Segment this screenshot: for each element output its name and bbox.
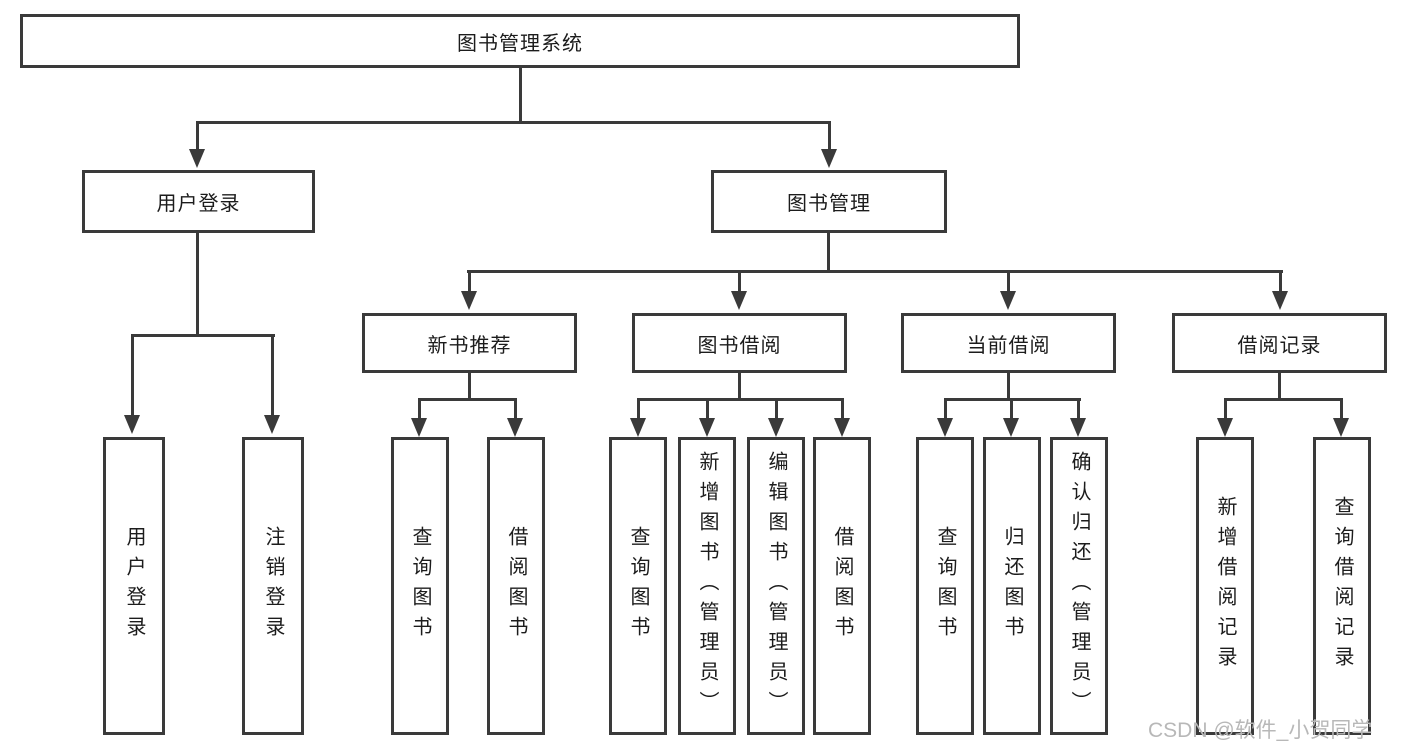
leaf-label: 查询图书 <box>409 526 431 646</box>
leaf-return-books: 归还图书 <box>983 437 1041 735</box>
leaf-query-books-current: 查询图书 <box>916 437 974 735</box>
leaf-borrow-books-recommend: 借阅图书 <box>487 437 545 735</box>
leaf-label: 借阅图书 <box>505 526 527 646</box>
connector-line <box>418 398 421 419</box>
connector-line <box>841 398 844 419</box>
node-current-borrow-label: 当前借阅 <box>966 334 1051 357</box>
arrow-down-icon <box>124 415 140 434</box>
leaf-label: 查询图书 <box>934 526 956 646</box>
node-new-book-recommend: 新书推荐 <box>362 313 577 373</box>
connector-line <box>1010 398 1013 419</box>
connector-line <box>131 334 275 337</box>
arrow-down-icon <box>731 291 747 310</box>
leaf-label: 确认归还（管理员） <box>1068 451 1090 721</box>
leaf-label: 用户登录 <box>123 526 145 646</box>
connector-line <box>706 398 709 419</box>
node-user-login: 用户登录 <box>82 170 315 233</box>
leaf-label: 查询借阅记录 <box>1331 496 1353 676</box>
arrow-down-icon <box>1217 418 1233 437</box>
connector-line <box>131 334 134 417</box>
node-book-borrow-label: 图书借阅 <box>697 334 782 357</box>
node-current-borrow: 当前借阅 <box>901 313 1116 373</box>
leaf-edit-books-admin: 编辑图书（管理员） <box>747 437 805 735</box>
connector-line <box>1278 371 1281 401</box>
connector-line <box>1007 371 1010 401</box>
leaf-borrow-books: 借阅图书 <box>813 437 871 735</box>
node-borrow-records-label: 借阅记录 <box>1237 334 1322 357</box>
arrow-down-icon <box>1272 291 1288 310</box>
leaf-label: 编辑图书（管理员） <box>765 451 787 721</box>
leaf-label: 新增借阅记录 <box>1214 496 1236 676</box>
arrow-down-icon <box>768 418 784 437</box>
leaf-label: 借阅图书 <box>831 526 853 646</box>
leaf-label: 注销登录 <box>262 526 284 646</box>
leaf-logout: 注销登录 <box>242 437 304 735</box>
leaf-add-borrow-record: 新增借阅记录 <box>1196 437 1254 735</box>
connector-line <box>1279 270 1282 292</box>
node-user-login-label: 用户登录 <box>156 193 241 215</box>
connector-line <box>827 231 830 273</box>
arrow-down-icon <box>1070 418 1086 437</box>
arrow-down-icon <box>937 418 953 437</box>
arrow-down-icon <box>1003 418 1019 437</box>
connector-line <box>944 398 947 419</box>
csdn-watermark: CSDN @软件_小贺同学 <box>1148 719 1373 742</box>
connector-line <box>1340 398 1343 419</box>
arrow-down-icon <box>189 149 205 168</box>
arrow-down-icon <box>1000 291 1016 310</box>
connector-line <box>519 68 522 124</box>
arrow-down-icon <box>699 418 715 437</box>
node-book-management-label: 图书管理 <box>787 193 871 215</box>
leaf-confirm-return-admin: 确认归还（管理员） <box>1050 437 1108 735</box>
connector-line <box>467 270 1283 273</box>
node-root-label: 图书管理系统 <box>457 32 583 55</box>
leaf-query-books-borrow: 查询图书 <box>609 437 667 735</box>
arrow-down-icon <box>630 418 646 437</box>
node-new-book-recommend-label: 新书推荐 <box>427 334 512 357</box>
leaf-query-books-recommend: 查询图书 <box>391 437 449 735</box>
leaf-add-books-admin: 新增图书（管理员） <box>678 437 736 735</box>
connector-line <box>738 270 741 292</box>
arrow-down-icon <box>411 418 427 437</box>
arrow-down-icon <box>1333 418 1349 437</box>
node-root: 图书管理系统 <box>20 14 1020 68</box>
leaf-query-borrow-record: 查询借阅记录 <box>1313 437 1371 735</box>
connector-line <box>828 121 831 151</box>
arrow-down-icon <box>461 291 477 310</box>
leaf-label: 查询图书 <box>627 526 649 646</box>
connector-line <box>1224 398 1343 401</box>
connector-line <box>637 398 844 401</box>
node-book-borrow: 图书借阅 <box>632 313 847 373</box>
connector-line <box>271 334 274 417</box>
connector-line <box>775 398 778 419</box>
connector-line <box>514 398 517 419</box>
connector-line <box>738 371 741 401</box>
leaf-user-login: 用户登录 <box>103 437 165 735</box>
connector-line <box>418 398 517 401</box>
connector-line <box>1077 398 1080 419</box>
arrow-down-icon <box>264 415 280 434</box>
connector-line <box>196 231 199 337</box>
node-book-management: 图书管理 <box>711 170 947 233</box>
connector-line <box>1007 270 1010 292</box>
connector-line <box>196 121 199 151</box>
connector-line <box>1224 398 1227 419</box>
connector-line <box>468 371 471 401</box>
connector-line <box>637 398 640 419</box>
arrow-down-icon <box>507 418 523 437</box>
node-borrow-records: 借阅记录 <box>1172 313 1387 373</box>
arrow-down-icon <box>821 149 837 168</box>
connector-line <box>468 270 471 292</box>
connector-line <box>196 121 831 124</box>
leaf-label: 归还图书 <box>1001 526 1023 646</box>
leaf-label: 新增图书（管理员） <box>696 451 718 721</box>
arrow-down-icon <box>834 418 850 437</box>
